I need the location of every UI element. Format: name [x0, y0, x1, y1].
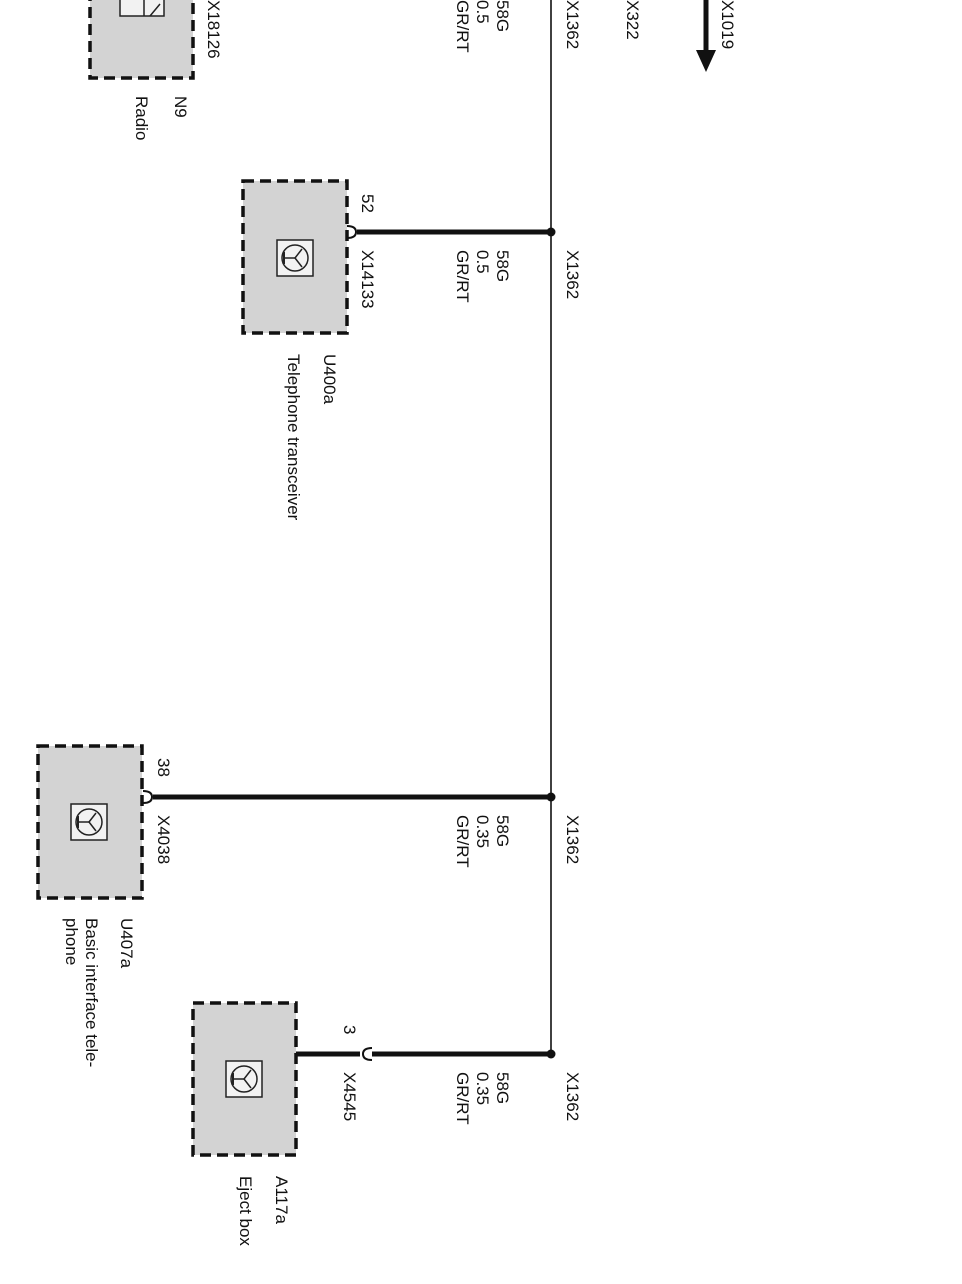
component-n9: X18126 N9 Radio 58G 0.5 GR/RT [88, 0, 512, 140]
component-name-line1: Basic interface tele- [82, 918, 101, 1067]
connector-label: X4545 [340, 1072, 359, 1121]
pin-number: 38 [154, 758, 173, 777]
wire-size: 0.5 [473, 0, 492, 24]
pin-number: 52 [358, 194, 377, 213]
component-id: N9 [171, 96, 190, 118]
component-u407a: 38 X4038 58G 0.35 GR/RT X1362 U407a Basi… [36, 744, 582, 1067]
pin-socket [346, 225, 358, 239]
wire-color: GR/RT [453, 1072, 472, 1125]
wire-size: 0.35 [473, 1072, 492, 1105]
component-u400a: 52 X14133 58G 0.5 GR/RT X1362 U400a Tele… [241, 179, 582, 521]
arrow-down-icon [696, 0, 716, 72]
pin-socket [142, 790, 154, 804]
component-id: A117a [272, 1176, 291, 1224]
wire-color: GR/RT [453, 0, 472, 53]
top-connector-x322: X322 [623, 0, 642, 40]
radio-icon [119, 0, 165, 17]
wire-code: 58G [493, 1072, 512, 1104]
component-a117a: 3 X4545 58G 0.35 GR/RT X1362 A117a Eject… [191, 1001, 582, 1246]
connector-label: X14133 [358, 250, 377, 309]
interface-module-box [36, 744, 144, 900]
splice-dot [546, 1049, 556, 1059]
wire-color: GR/RT [453, 250, 472, 303]
splice-dot [546, 227, 556, 237]
bus-connector-label-top: X1362 [563, 0, 582, 49]
transistor-icon [70, 803, 108, 841]
bus-connector-label: X1362 [563, 1072, 582, 1121]
top-connector-x1019: X1019 [718, 0, 737, 49]
component-name: Telephone transceiver [284, 354, 303, 521]
wire-code: 58G [493, 0, 512, 32]
component-name-line2: phone [62, 918, 81, 965]
component-name: Radio [132, 96, 151, 140]
pin-number: 3 [340, 1025, 359, 1034]
wire-size: 0.5 [473, 250, 492, 274]
connector-label: X18126 [204, 0, 223, 59]
bus-connector-label: X1362 [563, 250, 582, 299]
component-id: U407a [117, 918, 136, 969]
wire-color: GR/RT [453, 815, 472, 868]
splice-dot [546, 792, 556, 802]
component-id: U400a [320, 354, 339, 405]
connector-label: X4038 [154, 815, 173, 864]
pin-socket [361, 1047, 373, 1061]
wire-size: 0.35 [473, 815, 492, 848]
wire-code: 58G [493, 815, 512, 847]
bus-connector-label: X1362 [563, 815, 582, 864]
wire-code: 58G [493, 250, 512, 282]
component-name: Eject box [236, 1176, 255, 1246]
transistor-icon [225, 1060, 263, 1098]
transistor-icon [276, 239, 314, 277]
